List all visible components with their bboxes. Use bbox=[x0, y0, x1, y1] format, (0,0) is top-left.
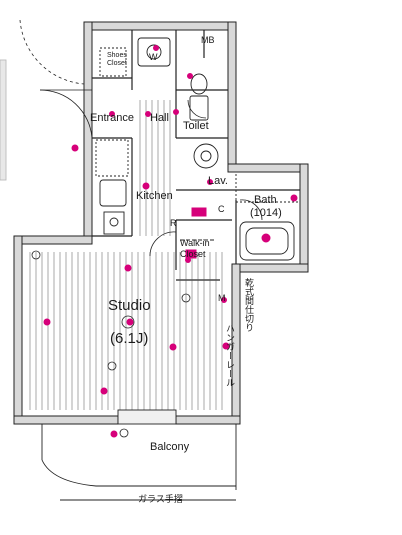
washer-mark: C bbox=[218, 204, 225, 214]
kitchen-label: Kitchen bbox=[136, 190, 173, 202]
meter-mark: M bbox=[218, 293, 226, 303]
studio-size-label: (6.1J) bbox=[110, 330, 149, 347]
walkin-closet-label: Walk-in Closet bbox=[180, 238, 210, 259]
partitions bbox=[92, 30, 300, 281]
floor-stripes bbox=[29, 100, 223, 410]
balcony-label: Balcony bbox=[150, 441, 190, 453]
fixtures bbox=[0, 37, 301, 501]
bath-label: Bath bbox=[254, 194, 277, 206]
door-swings bbox=[19, 19, 263, 257]
walls bbox=[13, 21, 309, 425]
glass-railing-note: ガラス手摺 bbox=[138, 494, 183, 504]
symbol-circles bbox=[31, 250, 191, 438]
outlet-markers bbox=[43, 45, 298, 438]
wash-label: W bbox=[149, 52, 158, 62]
hall-label: Hall bbox=[150, 112, 169, 124]
bath-size-label: (1014) bbox=[250, 207, 282, 219]
hanger-rail-note: ハンガーレール bbox=[225, 324, 235, 387]
studio-label: Studio bbox=[108, 297, 151, 314]
mb-label: MB bbox=[201, 35, 215, 45]
lav-label: Lav. bbox=[208, 175, 228, 187]
refrigerator-mark: R bbox=[170, 218, 177, 228]
toilet-label: Toilet bbox=[183, 120, 209, 132]
entrance-label: Entrance bbox=[90, 112, 135, 124]
dry-partition-note: 乾式間仕切り bbox=[244, 278, 254, 332]
shoes-closet-label: Shoes Closet bbox=[107, 52, 127, 67]
